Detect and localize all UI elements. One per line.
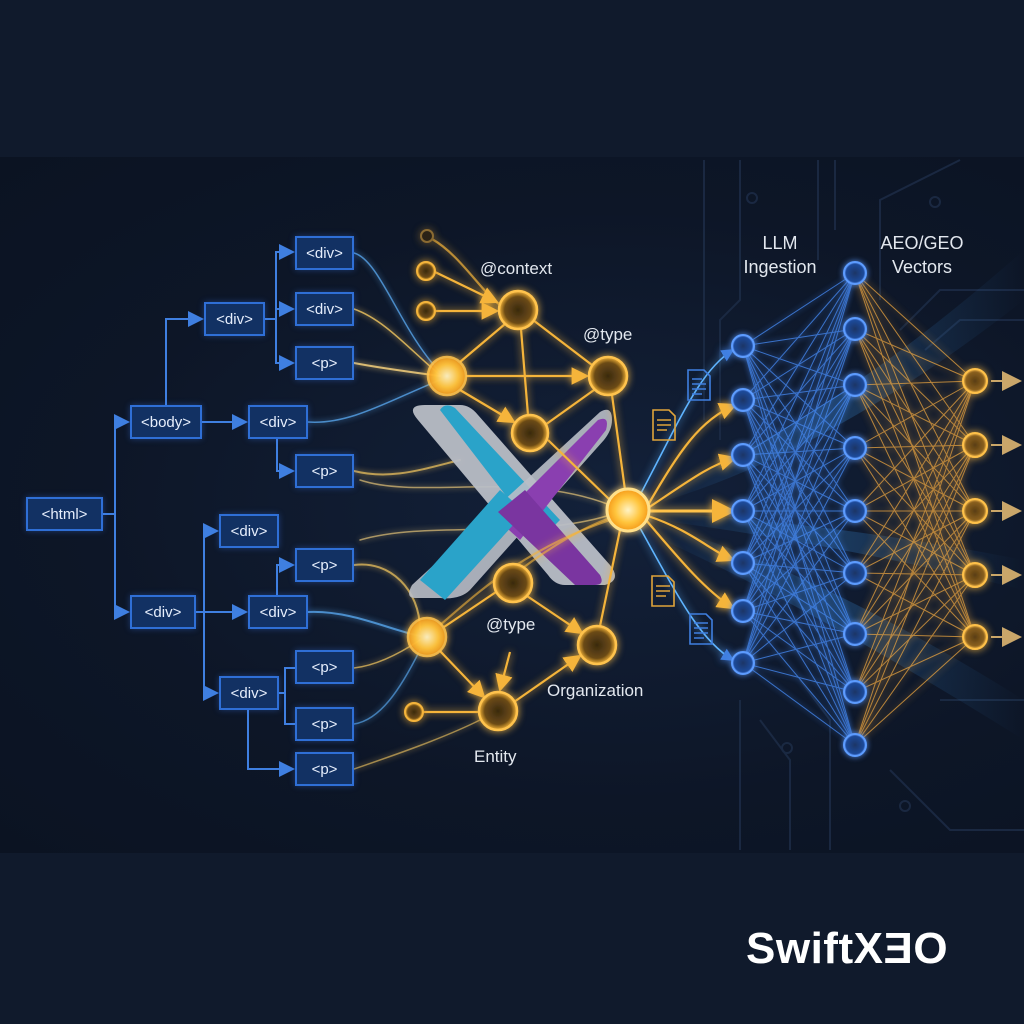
nn-node-input: [731, 388, 755, 412]
nn-node-hidden: [843, 373, 867, 397]
dom-node-html: <html>: [26, 497, 103, 531]
nn-node-hidden: [843, 261, 867, 285]
light-streaks: [640, 250, 1024, 740]
dom-node-div_c2: <div>: [248, 595, 308, 629]
label-type-top: @type: [583, 325, 633, 344]
document-icons: [651, 369, 713, 645]
graph-node-dot: [416, 261, 436, 281]
document-icon: [687, 369, 711, 401]
graph-node-dot: [420, 229, 434, 243]
dom-node-p_c2a: <p>: [295, 548, 354, 582]
label-context: @context: [480, 259, 553, 278]
dom-node-body: <body>: [130, 405, 202, 439]
label-vectors-line1: AEO/GEO: [880, 233, 964, 253]
nn-node-input: [731, 334, 755, 358]
nn-node-hidden: [843, 622, 867, 646]
label-llm-line2: Ingestion: [743, 257, 817, 277]
graph-node-dot: [404, 702, 424, 722]
nn-node-input: [731, 499, 755, 523]
dom-node-div_a: <div>: [204, 302, 265, 336]
graph-node-type-top: [587, 355, 629, 397]
graph-nodes: [404, 229, 651, 732]
graph-node-context: [497, 289, 539, 331]
logo-prefix: SwiftX: [746, 924, 884, 973]
dom-node-p_c3c: <p>: [295, 752, 354, 786]
graph-node: [510, 413, 550, 453]
circuit-traces: [703, 159, 1024, 850]
nn-nodes: [731, 261, 988, 757]
energy-wisps: [307, 252, 611, 770]
nn-node-hidden: [843, 733, 867, 757]
logo-suffix: O: [913, 924, 949, 973]
graph-node-dot: [416, 301, 436, 321]
label-llm-ingestion: LLM Ingestion: [720, 231, 840, 279]
graph-node-hub: [605, 487, 651, 533]
nn-node-output: [962, 432, 988, 458]
document-icon: [652, 409, 676, 441]
nn-node-hidden: [843, 436, 867, 460]
nn-edges-input-hidden: [742, 272, 856, 746]
nn-node-input: [731, 443, 755, 467]
nn-node-output: [962, 624, 988, 650]
nn-node-input: [731, 599, 755, 623]
document-icon: [689, 613, 713, 645]
graph-node-type-bottom: [492, 562, 534, 604]
graph-node-organization: [576, 624, 618, 666]
graph-edges: [423, 238, 627, 714]
label-organization: Organization: [547, 681, 644, 700]
dom-node-div_c: <div>: [130, 595, 196, 629]
graph-node-entity: [477, 690, 519, 732]
nn-node-output: [962, 498, 988, 524]
nn-node-input: [731, 551, 755, 575]
dom-node-p_a3: <p>: [295, 346, 354, 380]
label-type-bottom: @type: [486, 615, 536, 634]
nn-node-hidden: [843, 317, 867, 341]
nn-edges-hidden-output: [854, 272, 976, 746]
dom-node-div_a2: <div>: [295, 292, 354, 326]
nn-node-hidden: [843, 561, 867, 585]
label-vectors-line2: Vectors: [891, 257, 953, 277]
document-icon: [651, 575, 675, 607]
nn-node-hidden: [843, 680, 867, 704]
dom-node-p_c3b: <p>: [295, 707, 354, 741]
nn-node-output: [962, 368, 988, 394]
label-entity: Entity: [474, 747, 517, 766]
label-llm-line1: LLM: [762, 233, 798, 253]
label-aeo-geo-vectors: AEO/GEO Vectors: [858, 231, 986, 279]
graph-node: [406, 616, 448, 658]
brand-logo: SwiftXEO: [746, 924, 948, 974]
hub-rays: [639, 349, 738, 661]
nn-output-arrows: [991, 371, 1022, 647]
dom-node-div_c3: <div>: [219, 676, 279, 710]
nn-node-input: [731, 651, 755, 675]
dom-node-p_b1: <p>: [295, 454, 354, 488]
dom-node-div_c1: <div>: [219, 514, 279, 548]
nn-node-output: [962, 562, 988, 588]
dom-node-div_a1: <div>: [295, 236, 354, 270]
dom-node-div_b: <div>: [248, 405, 308, 439]
nn-node-hidden: [843, 499, 867, 523]
graph-node: [426, 355, 468, 397]
logo-reversed-e: E: [883, 924, 914, 973]
dom-tree-connectors: [103, 244, 295, 777]
dom-node-p_c3a: <p>: [295, 650, 354, 684]
